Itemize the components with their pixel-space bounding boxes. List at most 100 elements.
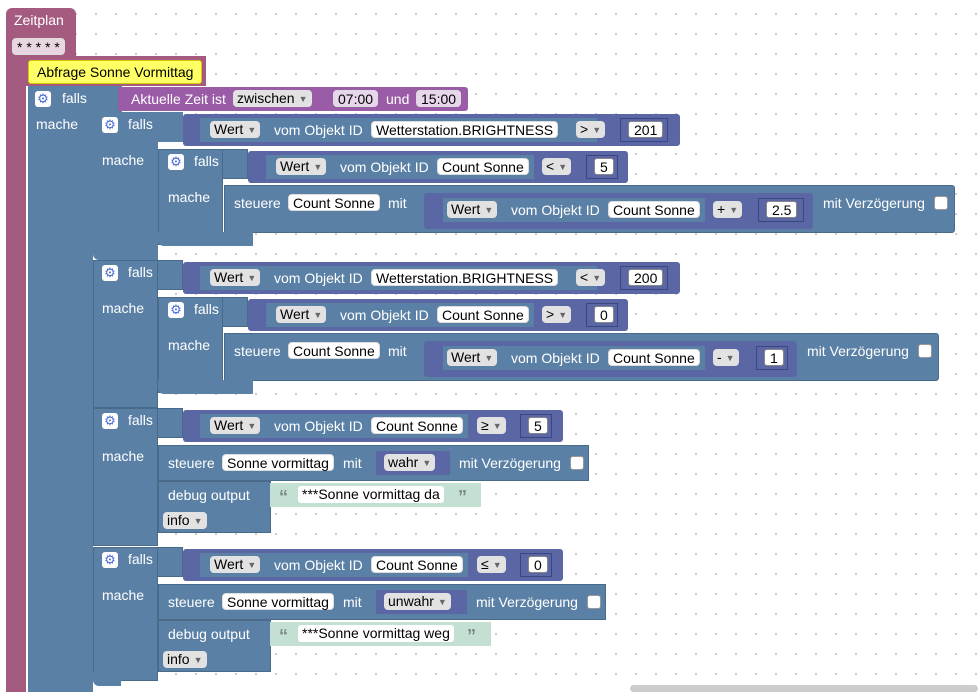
steuere-label: steuere [168, 594, 215, 610]
object-id-field[interactable]: Count Sonne [608, 201, 700, 218]
object-id-field[interactable]: Wetterstation.BRIGHTNESS [371, 269, 559, 286]
if-spine-1 [93, 112, 158, 260]
wert-text: Wert [214, 269, 244, 285]
gear-icon[interactable]: ⚙ [102, 265, 118, 281]
chevron-down-icon: ▼ [592, 125, 602, 135]
object-id-field[interactable]: Sonne vormittag [222, 593, 334, 610]
falls-label: falls [62, 90, 87, 106]
number-field[interactable]: 1 [764, 349, 784, 366]
nested-if-end [158, 232, 253, 246]
delay-label: mit Verzögerung [807, 343, 909, 359]
chevron-down-icon: ▼ [313, 310, 323, 320]
gear-icon[interactable]: ⚙ [102, 552, 118, 568]
delay-checkbox[interactable] [918, 344, 932, 358]
comment-note[interactable]: Abfrage Sonne Vormittag [28, 60, 203, 84]
number-field[interactable]: 0 [594, 306, 614, 323]
number-field[interactable]: 2.5 [766, 201, 798, 218]
delay-checkbox[interactable] [934, 196, 948, 210]
wert-dropdown[interactable]: Wert▼ [447, 349, 498, 366]
gear-icon[interactable]: ⚙ [35, 91, 51, 107]
vom-objekt-label: vom Objekt ID [274, 270, 363, 286]
object-id-field[interactable]: Count Sonne [371, 417, 463, 434]
object-id-field[interactable]: Count Sonne [608, 349, 700, 366]
object-id-field[interactable]: Count Sonne [288, 342, 380, 359]
falls-label: falls [194, 301, 219, 317]
gear-icon[interactable]: ⚙ [102, 413, 118, 429]
wert-dropdown[interactable]: Wert▼ [210, 269, 261, 286]
mit-label: mit [388, 343, 407, 359]
compare-op-dropdown[interactable]: ≥▼ [477, 417, 506, 434]
compare-op-dropdown[interactable]: <▼ [542, 158, 572, 175]
close-quote-icon: ” [458, 487, 467, 507]
gear-icon[interactable]: ⚙ [102, 117, 118, 133]
wert-text: Wert [214, 417, 244, 433]
object-id-field[interactable]: Sonne vormittag [222, 454, 334, 471]
wert-dropdown[interactable]: Wert▼ [276, 306, 327, 323]
gear-icon[interactable]: ⚙ [168, 302, 184, 318]
delay-checkbox[interactable] [587, 595, 601, 609]
chevron-down-icon: ▼ [298, 94, 308, 104]
vom-objekt-label: vom Objekt ID [511, 202, 600, 218]
wert-dropdown[interactable]: Wert▼ [276, 158, 327, 175]
open-quote-icon: “ [279, 487, 288, 507]
time-op-dropdown[interactable]: zwischen▼ [233, 90, 312, 107]
compare-op-dropdown[interactable]: >▼ [542, 306, 572, 323]
level-dropdown[interactable]: info▼ [163, 512, 207, 529]
nested-if-end [158, 380, 253, 394]
chevron-down-icon: ▼ [492, 560, 502, 570]
chevron-down-icon: ▼ [484, 353, 494, 363]
time-to[interactable]: 15:00 [416, 90, 462, 107]
vom-objekt-label: vom Objekt ID [274, 557, 363, 573]
bool-dropdown[interactable]: unwahr▼ [384, 593, 451, 610]
number-field[interactable]: 0 [528, 556, 548, 573]
object-id-field[interactable]: Wetterstation.BRIGHTNESS [371, 121, 559, 138]
op-text: > [580, 121, 589, 137]
op-text: - [717, 349, 722, 365]
if-spine-3 [93, 408, 158, 546]
chevron-down-icon: ▼ [592, 273, 602, 283]
debug-text[interactable]: ***Sonne vormittag weg [298, 625, 454, 642]
object-id-field[interactable]: Count Sonne [288, 194, 380, 211]
object-id-field[interactable]: Count Sonne [437, 158, 529, 175]
wert-dropdown[interactable]: Wert▼ [210, 417, 261, 434]
time-label: Aktuelle Zeit ist [131, 91, 226, 107]
op-text: > [546, 306, 555, 322]
falls-label: falls [128, 551, 153, 567]
mache-label: mache [102, 448, 145, 464]
vom-objekt-label: vom Objekt ID [340, 307, 429, 323]
wert-dropdown[interactable]: Wert▼ [210, 556, 261, 573]
mache-label: mache [102, 587, 145, 603]
wert-text: Wert [451, 201, 481, 217]
steuere-label: steuere [234, 195, 281, 211]
steuere-label: steuere [234, 343, 281, 359]
object-id-field[interactable]: Count Sonne [371, 556, 463, 573]
delay-label: mit Verzögerung [459, 455, 561, 471]
number-field[interactable]: 5 [528, 417, 548, 434]
compare-op-dropdown[interactable]: ≤▼ [477, 556, 506, 573]
compare-op-dropdown[interactable]: >▼ [576, 121, 606, 138]
number-field[interactable]: 201 [628, 121, 664, 138]
outer-if-spine [28, 86, 93, 692]
math-op-dropdown[interactable]: -▼ [713, 349, 739, 366]
vom-objekt-label: vom Objekt ID [340, 159, 429, 175]
number-field[interactable]: 200 [628, 269, 664, 286]
mit-label: mit [343, 455, 362, 471]
gear-icon[interactable]: ⚙ [168, 154, 184, 170]
wert-dropdown[interactable]: Wert▼ [210, 121, 261, 138]
compare-op-dropdown[interactable]: <▼ [576, 269, 606, 286]
wert-dropdown[interactable]: Wert▼ [447, 201, 498, 218]
debug-label: debug output [168, 487, 250, 503]
time-from[interactable]: 07:00 [333, 90, 379, 107]
chevron-down-icon: ▼ [558, 162, 568, 172]
chevron-down-icon: ▼ [193, 516, 203, 526]
delay-checkbox[interactable] [570, 456, 584, 470]
number-field[interactable]: 5 [594, 158, 614, 175]
cron-field[interactable]: * * * * * [12, 38, 65, 55]
horizontal-scrollbar[interactable] [630, 685, 978, 692]
bool-dropdown[interactable]: wahr▼ [384, 454, 436, 471]
debug-text[interactable]: ***Sonne vormittag da [298, 486, 444, 503]
level-dropdown[interactable]: info▼ [163, 651, 207, 668]
math-op-dropdown[interactable]: +▼ [713, 201, 743, 218]
object-id-field[interactable]: Count Sonne [437, 306, 529, 323]
level-text: info [167, 651, 190, 667]
